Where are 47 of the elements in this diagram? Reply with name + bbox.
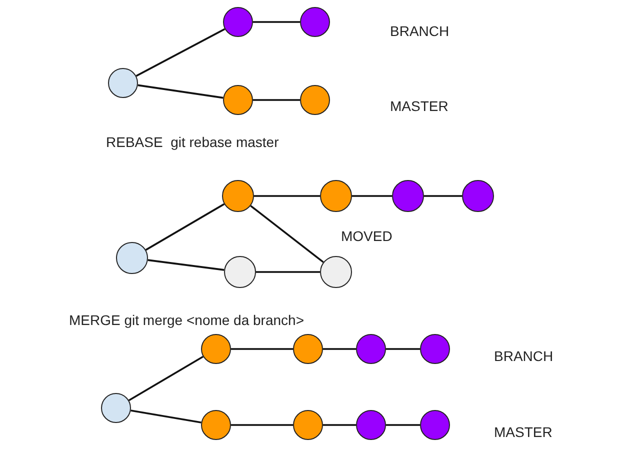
command-caption: REBASE git rebase master — [106, 134, 279, 150]
connector-line — [386, 348, 420, 350]
connector-line — [250, 205, 324, 263]
connector-line — [148, 259, 224, 271]
connector-line — [352, 195, 392, 197]
commit-circle — [201, 334, 231, 364]
commit-circle — [293, 334, 323, 364]
connector-line — [136, 28, 226, 77]
commit-circle — [356, 334, 386, 364]
commit-circle — [201, 410, 231, 440]
commit-circle — [392, 180, 424, 212]
commit-circle — [320, 256, 352, 288]
connector-line — [130, 410, 202, 424]
connector-line — [253, 99, 300, 101]
branch-label: MASTER — [494, 424, 552, 440]
connector-line — [386, 424, 420, 426]
branch-label: BRANCH — [390, 23, 450, 39]
branch-label: BRANCH — [494, 348, 554, 364]
connector-line — [128, 356, 204, 402]
commit-circle — [222, 180, 254, 212]
commit-circle — [300, 7, 330, 37]
commit-circle — [462, 180, 494, 212]
commit-circle — [293, 410, 323, 440]
branch-label: MASTER — [390, 98, 448, 114]
commit-circle — [300, 85, 330, 115]
commit-circle — [420, 410, 450, 440]
commit-circle — [108, 68, 138, 98]
connector-line — [253, 21, 300, 23]
connector-line — [323, 424, 356, 426]
commit-circle — [223, 7, 253, 37]
commit-circle — [116, 242, 148, 274]
command-caption: MERGE git merge <nome da branch> — [69, 312, 304, 328]
status-label: MOVED — [341, 228, 392, 244]
connector-line — [231, 348, 293, 350]
connector-line — [231, 424, 293, 426]
connector-line — [254, 195, 320, 197]
connector-line — [145, 203, 225, 251]
connector-line — [138, 84, 224, 99]
connector-line — [256, 271, 320, 273]
commit-circle — [101, 393, 131, 423]
connector-line — [323, 348, 356, 350]
commit-circle — [223, 85, 253, 115]
commit-circle — [420, 334, 450, 364]
commit-circle — [356, 410, 386, 440]
commit-circle — [320, 180, 352, 212]
connector-line — [424, 195, 462, 197]
commit-circle — [224, 256, 256, 288]
